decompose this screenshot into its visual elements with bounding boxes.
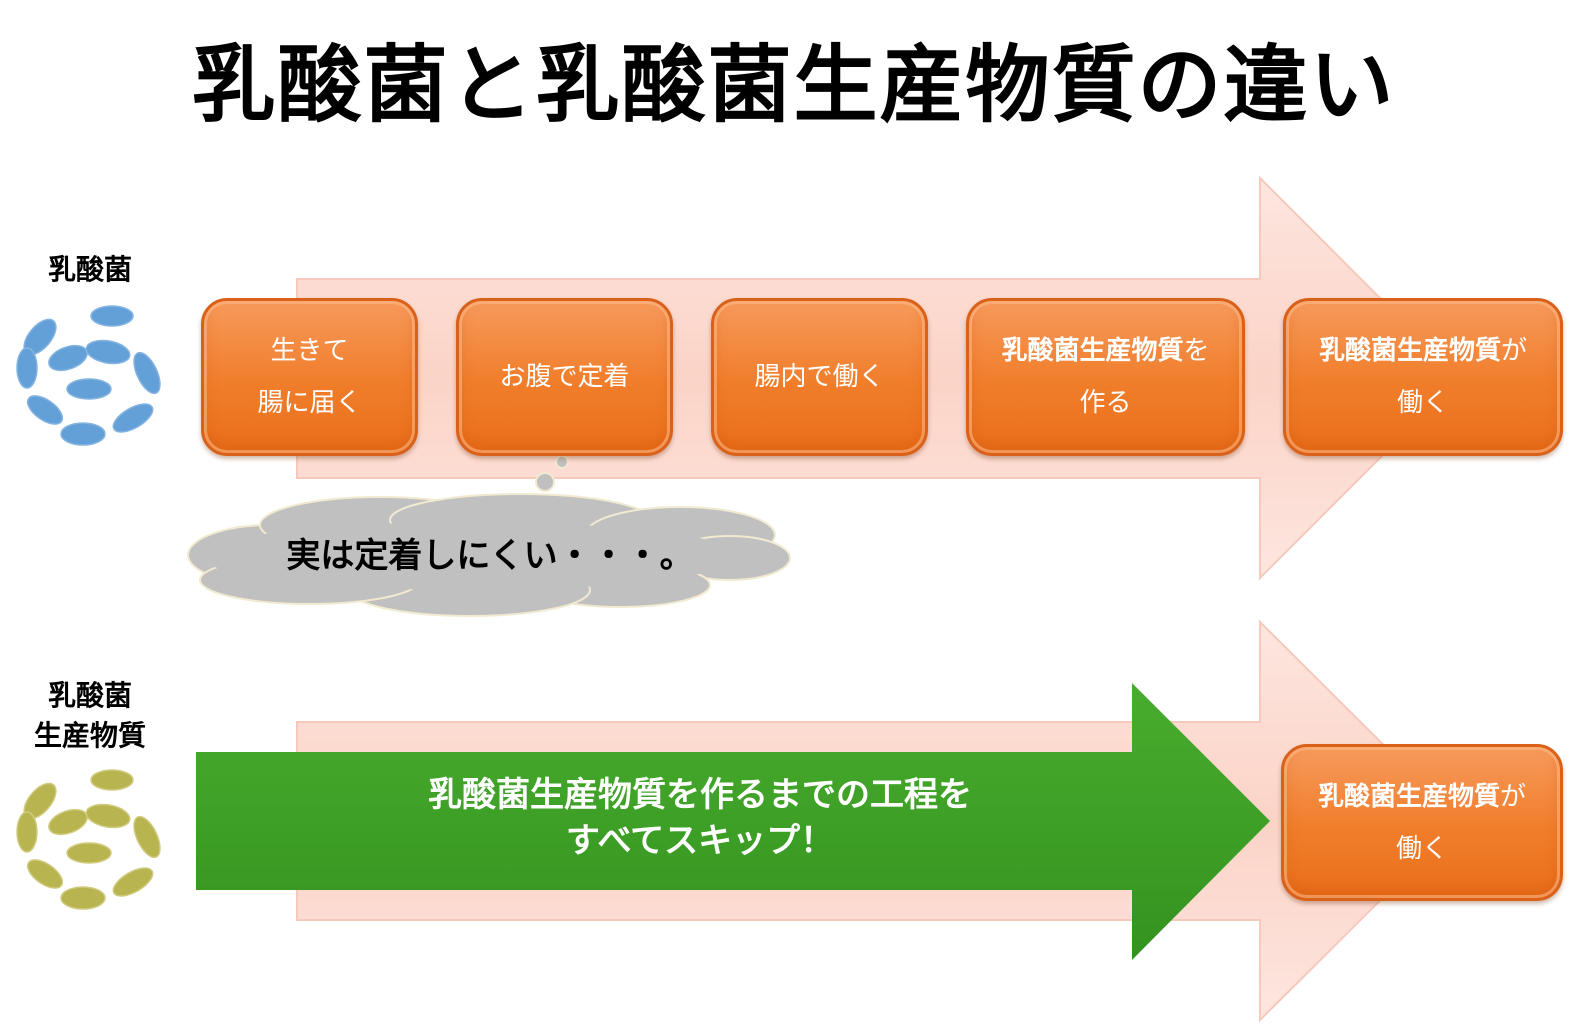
row-label-product-line2: 生産物質: [33, 719, 146, 752]
step-line: 作る: [1079, 388, 1132, 418]
row-label-lactic-bacteria: 乳酸菌: [47, 253, 132, 286]
step-product-works-direct: 乳酸菌生産物質が 働く: [1281, 744, 1563, 901]
step-line: 働く: [1396, 388, 1449, 418]
step-tail-text: を: [1183, 336, 1210, 366]
row-label-product: 乳酸菌 生産物質: [10, 676, 170, 756]
step-line: 腸内で働く: [754, 362, 885, 392]
step-line: 生きて: [270, 336, 349, 366]
skip-arrow-line2: すべてスキップ！: [565, 821, 835, 861]
step-line: 腸に届く: [257, 388, 362, 418]
cloud-text: 実は定着しにくい・・・。: [286, 536, 694, 576]
skip-arrow: [196, 683, 1270, 960]
thought-cloud: [187, 442, 791, 617]
step-line: 働く: [1395, 833, 1448, 864]
step-work-in-gut: 腸内で働く: [711, 298, 928, 456]
step-tail-text: が: [1500, 781, 1527, 812]
skip-arrow-line1: 乳酸菌生産物質を作るまでの工程を: [428, 775, 972, 815]
lactic-bacteria-icon: [16, 305, 161, 446]
step-reach-intestine: 生きて 腸に届く: [201, 298, 418, 456]
step-settle-in-gut: お腹で定着: [456, 298, 673, 456]
step-bold-text: 乳酸菌生産物質: [1318, 336, 1501, 366]
step-line: 乳酸菌生産物質を: [1001, 325, 1209, 377]
step-make-product: 乳酸菌生産物質を 作る: [966, 298, 1245, 456]
step-bold-text: 乳酸菌生産物質: [1317, 781, 1500, 812]
row-label-product-line1: 乳酸菌: [47, 679, 132, 712]
page-title: 乳酸菌と乳酸菌生産物質の違い: [191, 36, 1396, 134]
step-product-works: 乳酸菌生産物質が 働く: [1283, 298, 1563, 456]
step-line: 乳酸菌生産物質が: [1318, 771, 1526, 823]
step-line: お腹で定着: [499, 362, 630, 392]
step-tail-text: が: [1501, 336, 1528, 366]
product-bacteria-icon: [16, 769, 161, 910]
step-line: 乳酸菌生産物質が: [1319, 325, 1527, 377]
step-bold-text: 乳酸菌生産物質: [1001, 336, 1184, 366]
skip-arrow-text: 乳酸菌生産物質を作るまでの工程を すべてスキップ！: [250, 772, 1150, 864]
